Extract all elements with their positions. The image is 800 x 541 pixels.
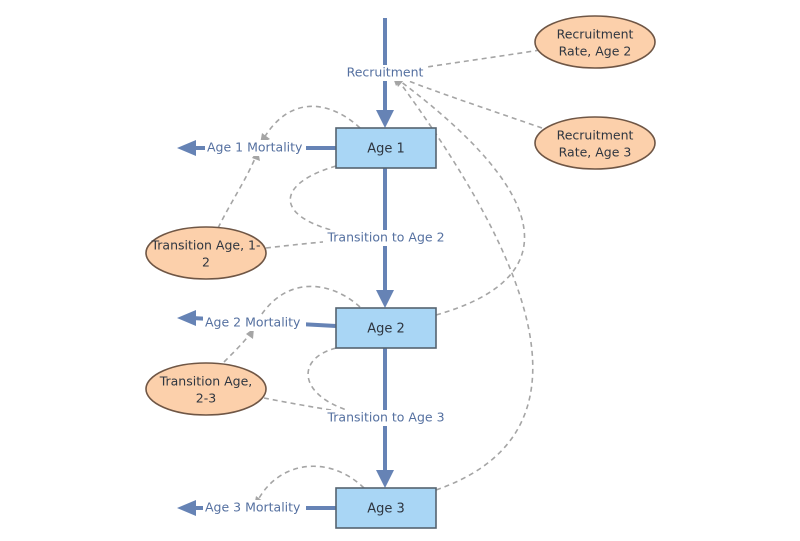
link-ta12-transition2 <box>265 237 373 249</box>
flow-mortality2[interactable]: Age 2 Mortality <box>203 315 306 332</box>
link-age2-recruitment <box>395 77 526 316</box>
link-rr2-recruitment <box>395 49 541 73</box>
converter-ta23-line2: 2-3 <box>196 391 216 406</box>
link-age1-mortality1 <box>263 105 361 139</box>
mortality3-arrowhead <box>177 500 196 516</box>
converter-ta23-line1: Transition Age, <box>159 374 253 389</box>
stock-age2-label: Age 2 <box>367 322 405 337</box>
link-ta23-transition3 <box>263 397 373 417</box>
flow-transition-age2[interactable]: Transition to Age 2 <box>323 230 449 247</box>
link-ta12-mortality1 <box>217 155 257 229</box>
flow-mortality1-label: Age 1 Mortality <box>207 140 303 155</box>
mortality1-arrowhead <box>177 140 196 156</box>
stock-age1-label: Age 1 <box>367 142 405 157</box>
link-age2-transition3 <box>307 347 373 417</box>
transition-age3-arrowhead <box>376 470 394 488</box>
flow-transition-age3[interactable]: Transition to Age 3 <box>323 410 449 427</box>
converter-recruitment-rate-age3[interactable]: Recruitment Rate, Age 3 <box>534 116 656 170</box>
recruitment-arrowhead <box>376 110 394 128</box>
converter-transition-age-2-3[interactable]: Transition Age, 2-3 <box>145 362 267 416</box>
converter-ta12-line1: Transition Age, 1- <box>150 238 260 253</box>
flow-mortality2-label: Age 2 Mortality <box>205 315 301 330</box>
converter-ta12-line2: 2 <box>202 255 210 270</box>
flow-recruitment-label: Recruitment <box>347 65 424 80</box>
stock-age3-label: Age 3 <box>367 502 405 517</box>
converter-rr2-line1: Recruitment <box>557 27 634 42</box>
link-age2-mortality2 <box>257 285 361 321</box>
stock-age2[interactable]: Age 2 <box>335 307 437 349</box>
transition-age2-arrowhead <box>376 290 394 308</box>
flow-transition-age3-label: Transition to Age 3 <box>326 410 444 425</box>
stock-age1[interactable]: Age 1 <box>335 127 437 169</box>
link-ta23-mortality2 <box>223 333 251 363</box>
converter-rr3-line1: Recruitment <box>557 128 634 143</box>
converter-recruitment-rate-age2[interactable]: Recruitment Rate, Age 2 <box>534 15 656 69</box>
link-rr3-recruitment <box>395 75 543 129</box>
link-age3-mortality3 <box>257 465 365 501</box>
link-age3-recruitment <box>397 79 534 491</box>
converter-transition-age-1-2[interactable]: Transition Age, 1- 2 <box>145 226 267 280</box>
converter-rr3-line2: Rate, Age 3 <box>559 145 632 160</box>
link-age1-transition2 <box>289 165 373 239</box>
flow-transition-age2-label: Transition to Age 2 <box>326 230 444 245</box>
flow-mortality3-label: Age 3 Mortality <box>205 500 301 515</box>
connector-links <box>217 49 543 507</box>
stock-age3[interactable]: Age 3 <box>335 487 437 529</box>
converter-rr2-line2: Rate, Age 2 <box>559 44 632 59</box>
flow-mortality1[interactable]: Age 1 Mortality <box>205 140 306 157</box>
flow-mortality3[interactable]: Age 3 Mortality <box>203 500 306 517</box>
mortality2-arrowhead <box>177 310 196 326</box>
flow-recruitment[interactable]: Recruitment <box>344 65 426 82</box>
